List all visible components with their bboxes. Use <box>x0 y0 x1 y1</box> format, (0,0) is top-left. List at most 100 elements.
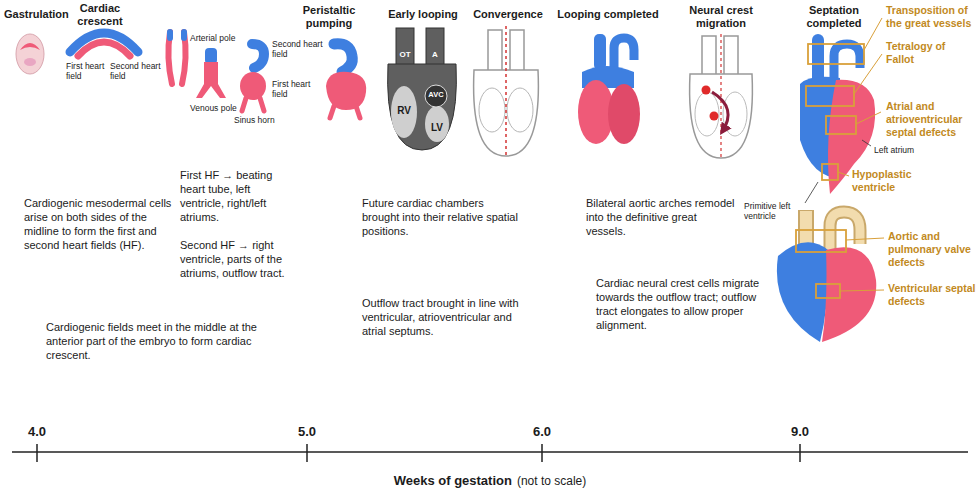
tube-drawing <box>170 32 184 38</box>
early-heart-drawing <box>242 98 264 111</box>
outline-heart-drawing <box>479 88 505 132</box>
text-slot: Sinus horn <box>234 116 280 126</box>
time-axis <box>799 444 801 462</box>
neural-crest-drawing <box>724 36 738 76</box>
neural-crest-drawing <box>690 74 753 158</box>
valve-heart-drawing <box>777 242 828 342</box>
text-slot: Ventricular septal defects <box>888 282 976 308</box>
time-axis <box>36 444 38 462</box>
part-label: Second heart field <box>272 40 326 60</box>
text-slot: Septation completed <box>792 4 876 31</box>
time-axis <box>306 444 308 462</box>
text-slot: Bilateral aortic arches remodel into the… <box>586 196 736 238</box>
pumping-heart-drawing <box>334 44 352 72</box>
neural-crest-drawing <box>710 112 719 121</box>
part-label: Arterial pole <box>190 34 242 44</box>
stage-title: Cardiac crescent <box>72 2 128 29</box>
valve-heart-drawing <box>822 247 876 342</box>
text-slot: Looping completed <box>552 8 664 21</box>
embryo-drawing <box>24 58 36 66</box>
defect-label: Aortic and pulmonary valve defects <box>888 230 976 268</box>
text-slot: Hypoplastic ventricle <box>852 168 932 194</box>
pumping-heart-drawing <box>326 72 366 110</box>
part-label: OT <box>396 50 414 59</box>
text-slot: 5.0 <box>287 424 327 440</box>
early-heart-drawing <box>240 72 266 100</box>
defect-box <box>806 44 864 180</box>
time-axis <box>12 451 968 453</box>
embryo-drawing <box>16 34 44 74</box>
heart-tube-drawing <box>196 48 226 98</box>
crescent-drawing <box>78 42 130 56</box>
text-slot: Cardiac neural crest cells migrate towar… <box>596 276 772 332</box>
text-slot: Left atrium <box>874 146 926 156</box>
heart-tube-drawing <box>196 62 226 98</box>
text-slot: Outflow tract brought in line with ventr… <box>362 296 520 338</box>
stage-title: Septation completed <box>792 4 876 31</box>
leader-line <box>862 140 871 146</box>
outline-heart-drawing <box>505 26 507 158</box>
arrow-shape <box>300 152 584 424</box>
looped-heart-drawing <box>578 34 640 144</box>
text-slot: First HF → beating heart tube, left vent… <box>180 168 280 224</box>
tube-drawing <box>168 32 185 84</box>
stage-arrow: Bilateral aortic arches remodel into the… <box>534 152 850 424</box>
stage-title: Peristaltic pumping <box>296 4 362 31</box>
text-slot: Primitive left ventricle <box>744 202 802 222</box>
section-heart-drawing <box>425 85 447 107</box>
text-slot: Weeks of gestation <box>394 473 512 489</box>
valve-defect-box <box>840 290 884 291</box>
text-slot: Convergence <box>468 8 548 21</box>
defect-box <box>808 44 864 64</box>
section-heart-drawing <box>396 28 414 68</box>
neural-crest-drawing <box>690 34 753 158</box>
text-slot: AVC <box>425 91 447 100</box>
text-slot: Venous pole <box>190 104 240 114</box>
text-slot: Early looping <box>380 8 466 21</box>
defect-label: Transposition of the great vessels <box>886 4 976 30</box>
leader-line <box>838 172 849 176</box>
text-slot: Second heart field <box>110 62 164 82</box>
neural-crest-drawing <box>702 86 711 95</box>
section-heart-drawing <box>388 28 457 150</box>
part-label: First heart field <box>66 62 110 82</box>
stage-arrow: Cardiogenic mesodermal cells arise on bo… <box>14 152 346 424</box>
pumping-heart-drawing <box>326 44 366 118</box>
defect-box <box>826 116 856 134</box>
arrow-shape <box>300 152 584 424</box>
part-label: Primitive left ventricle <box>744 202 802 222</box>
text-slot: RV <box>392 105 416 117</box>
axis-tick-label: 5.0 <box>287 424 327 440</box>
text-slot: Future cardiac chambers brought into the… <box>362 196 520 238</box>
defect-label: Hypoplastic ventricle <box>852 168 932 194</box>
crescent-drawing <box>70 33 138 56</box>
valve-defect-box <box>796 230 846 252</box>
arrow-text: Cardiogenic fields meet in the middle at… <box>46 320 278 362</box>
section-heart-drawing <box>425 106 449 142</box>
arrow-shape <box>14 152 346 424</box>
arrow-text: Second HF → right ventricle, parts of th… <box>180 238 292 280</box>
heart-tube-drawing <box>205 48 217 64</box>
time-axis <box>12 444 968 462</box>
section-heart-drawing <box>391 86 417 138</box>
time-axis <box>541 444 543 462</box>
neural-crest-drawing <box>695 92 719 136</box>
valve-defect-box <box>846 238 884 240</box>
text-slot: Tetralogy of Fallot <box>886 40 976 66</box>
arrow-text: Outflow tract brought in line with ventr… <box>362 296 520 338</box>
axis-note: (not to scale) <box>517 474 586 489</box>
stage-arrow: Future cardiac chambers brought into the… <box>300 152 584 424</box>
arrow-text: Cardiogenic mesodermal cells arise on bo… <box>24 196 174 252</box>
axis-tick-label: 9.0 <box>780 424 820 440</box>
text-slot: Aortic and pulmonary valve defects <box>888 230 976 268</box>
septated-heart-drawing <box>834 44 860 82</box>
text-slot: Peristaltic pumping <box>296 4 362 31</box>
arrow-shape <box>534 152 850 424</box>
text-slot: OT <box>396 50 414 59</box>
stage-title: Convergence <box>468 8 548 21</box>
outline-heart-drawing <box>507 88 533 132</box>
part-label: Venous pole <box>190 104 240 114</box>
arrow-text: Future cardiac chambers brought into the… <box>362 196 520 238</box>
part-label: AVC <box>425 91 447 100</box>
